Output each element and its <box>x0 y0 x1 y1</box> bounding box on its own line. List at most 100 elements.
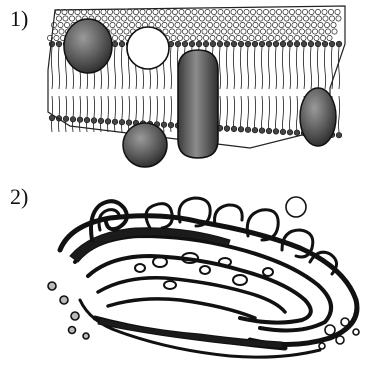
lipid-head <box>325 29 330 34</box>
lipid-head <box>260 29 265 34</box>
lipid-head <box>169 29 174 34</box>
lipid-tail <box>226 47 227 89</box>
lipid-head <box>231 9 236 14</box>
lipid-head <box>225 16 230 21</box>
lipid-head <box>192 9 197 14</box>
lipid-head <box>280 41 286 47</box>
lipid-head <box>322 41 328 47</box>
lipid-head <box>141 16 146 21</box>
lipid-head <box>112 41 118 47</box>
lipid-head <box>266 41 272 47</box>
lipid-tail <box>94 96 95 132</box>
lipid-head <box>329 41 335 47</box>
lipid-head <box>94 9 99 14</box>
lipid-head <box>167 16 172 21</box>
lipid-head <box>123 22 128 27</box>
lipid-head <box>208 29 213 34</box>
lipid-head <box>133 9 138 14</box>
lipid-head <box>299 29 304 34</box>
lipid-head <box>237 9 242 14</box>
lipid-head <box>180 16 185 21</box>
lipid-tail <box>282 47 283 89</box>
lipid-tail <box>219 47 220 89</box>
lipid-head <box>268 35 273 40</box>
lipid-head <box>292 22 297 27</box>
lipid-head <box>175 41 181 47</box>
lipid-head <box>193 16 198 21</box>
lipid-head <box>198 9 203 14</box>
lipid-head <box>234 29 239 34</box>
lipid-tail <box>87 96 88 132</box>
lipid-tail <box>254 47 255 89</box>
lipid-tail <box>317 47 318 89</box>
lipid-head <box>111 29 116 34</box>
lipid-head <box>54 35 59 40</box>
lipid-head <box>166 9 171 14</box>
lipid-head <box>177 35 182 40</box>
lipid-tail <box>101 96 102 132</box>
lipid-tail <box>233 47 234 89</box>
lipid-head <box>172 9 177 14</box>
lipid-head <box>155 22 160 27</box>
lipid-head <box>179 9 184 14</box>
lipid-head <box>273 129 279 135</box>
lipid-head <box>231 126 237 132</box>
lipid-tail <box>114 47 115 89</box>
lipid-head <box>218 9 223 14</box>
lipid-head <box>128 16 133 21</box>
lipid-head <box>319 29 324 34</box>
lipid-head <box>247 29 252 34</box>
lipid-head <box>277 16 282 21</box>
lipid-head <box>134 16 139 21</box>
lipid-head <box>238 127 244 133</box>
cisterna-3 <box>88 256 311 323</box>
lipid-head <box>262 35 267 40</box>
lipid-head <box>320 35 325 40</box>
lipid-tail <box>59 96 60 132</box>
lipid-head <box>316 16 321 21</box>
lipid-head <box>250 9 255 14</box>
lipid-tail <box>269 96 270 132</box>
lipid-head <box>315 41 321 47</box>
lipid-head <box>121 16 126 21</box>
lipid-head <box>245 41 251 47</box>
lipid-head <box>98 118 104 124</box>
golgi-diagram <box>48 197 359 357</box>
lipid-head <box>328 9 333 14</box>
lipid-head <box>220 22 225 27</box>
lipid-tail <box>296 47 297 89</box>
lipid-head <box>117 29 122 34</box>
lipid-head <box>219 16 224 21</box>
lipid-head <box>168 22 173 27</box>
lipid-head <box>258 16 263 21</box>
lipid-head <box>223 35 228 40</box>
lipid-head <box>332 29 337 34</box>
lipid-head <box>91 118 97 124</box>
lipid-tail <box>108 96 109 132</box>
lipid-head <box>114 9 119 14</box>
lipid-head <box>63 116 69 122</box>
lipid-tail <box>310 47 311 89</box>
lipid-head <box>173 16 178 21</box>
lipid-head <box>215 29 220 34</box>
lipid-tail <box>338 47 339 89</box>
lipid-head <box>162 22 167 27</box>
lipid-tail <box>122 96 123 132</box>
lipid-head <box>216 35 221 40</box>
lipid-head <box>335 9 340 14</box>
lipid-tail <box>248 96 249 132</box>
lipid-head <box>120 9 125 14</box>
lipid-head <box>259 22 264 27</box>
lipid-head <box>210 35 215 40</box>
lipid-head <box>227 22 232 27</box>
lipid-head <box>129 22 134 27</box>
lipid-head <box>331 22 336 27</box>
lipid-head <box>280 29 285 34</box>
lipid-tail <box>247 47 248 89</box>
lipid-head <box>245 127 251 133</box>
lipid-head <box>205 9 210 14</box>
lipid-head <box>255 35 260 40</box>
lipid-head <box>294 41 300 47</box>
lipid-head <box>115 16 120 21</box>
